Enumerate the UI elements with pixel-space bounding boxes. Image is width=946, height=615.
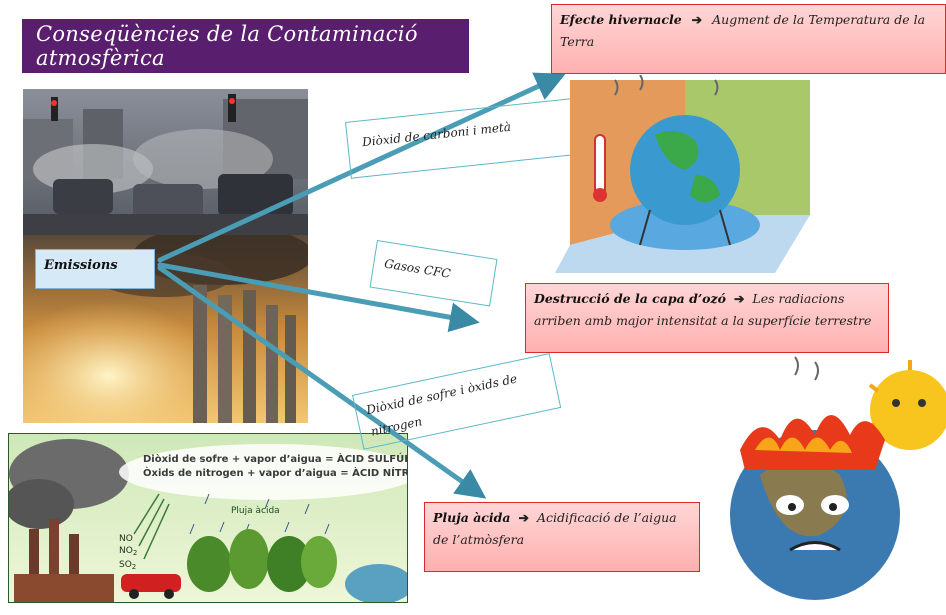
greenhouse-illustration [555,74,825,273]
arrow-symbol: ➔ [733,291,745,306]
acid-rain-effect-box: Pluja àcida ➔ Acidificació de l’aigua de… [424,502,700,572]
svg-text:NO2: NO2 [119,546,137,557]
tank-icon [345,564,407,602]
ozone-text: Les radiacions arriben amb major intensi… [534,291,872,328]
burning-earth-illustration [700,355,946,611]
gas-arrows-icon [133,493,170,560]
factory-icon [14,519,114,602]
rain-drops [189,493,330,535]
traffic-photo [23,89,308,235]
arrow-greenhouse [157,72,566,263]
ozone-title: Destrucció de la capa d’ozó [534,291,726,306]
trees-icon [187,529,337,592]
acid-rain-label: Pluja àcida [231,506,280,516]
ozone-effect-box: Destrucció de la capa d’ozó ➔ Les radiac… [525,283,889,353]
acid-rain-diagram: Diòxid de sofre + vapor d’aigua = ÀCID S… [8,433,408,603]
greenhouse-text: Augment de la Temperatura de la Terra [560,12,926,49]
emissions-label: Emissions [44,258,118,273]
arrow-acid-rain [157,265,487,499]
svg-text:NO: NO [119,534,133,544]
acid-rain-text: Acidificació de l’aigua de l’atmòsfera [433,510,677,547]
greenhouse-title: Efecte hivernacle [560,12,682,27]
arrow-symbol: ➔ [518,510,529,525]
gas-labels: NO NO2 SO2 [119,534,137,571]
page-title: Conseqüències de la Contaminació atmosfè… [36,22,418,70]
arrow-ozone [157,262,480,333]
svg-text:SO2: SO2 [119,560,136,571]
car-icon [121,574,181,599]
acid-rain-title: Pluja àcida [433,510,511,525]
emissions-box: Emissions [35,249,155,289]
title-banner: Conseqüències de la Contaminació atmosfè… [22,19,469,73]
acid-line-1: Diòxid de sofre + vapor d’aigua = ÀCID S… [143,452,407,465]
arrow-symbol: ➔ [691,12,703,27]
greenhouse-effect-box: Efecte hivernacle ➔ Augment de la Temper… [551,4,946,74]
acid-line-2: Òxids de nitrogen + vapor d’aigua = ÀCID… [143,466,407,479]
